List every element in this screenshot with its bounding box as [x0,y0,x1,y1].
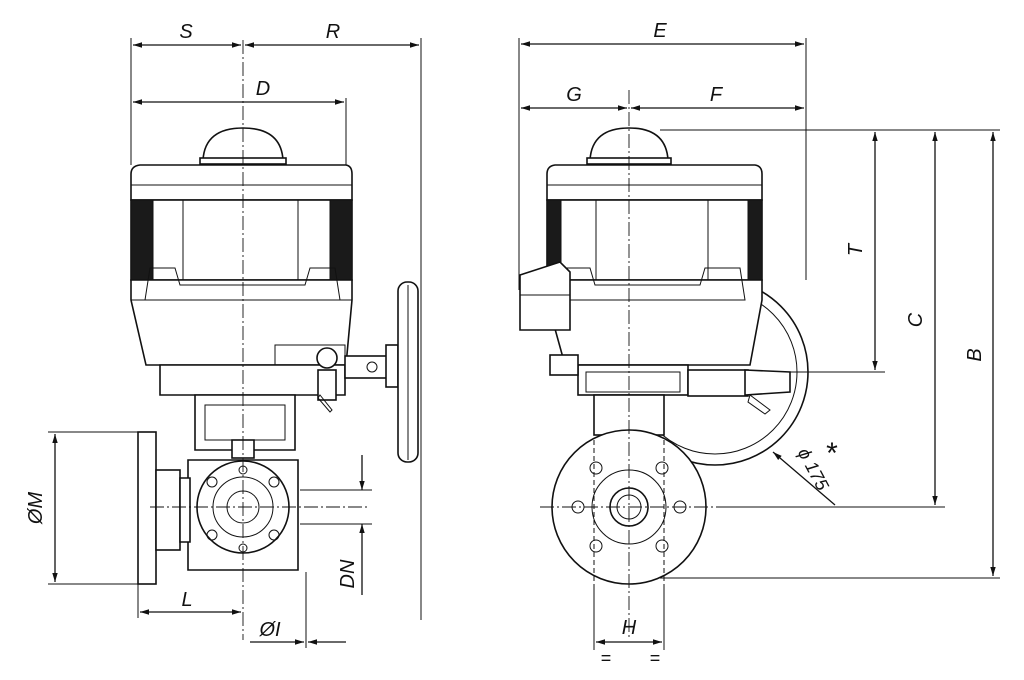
dim-label-d: D [256,78,270,100]
dim-label-m: ØM [25,492,47,526]
dim-label-s: S [179,21,193,43]
dim-label-b: B [964,348,986,361]
asterisk-note: * [826,437,838,470]
dim-label-e: E [653,20,667,42]
side-view: E G F T C B ϕ 175 * H = = [518,20,1000,668]
dim-label-f: F [710,84,724,106]
equal-mark-right: = [650,648,661,668]
dim-label-l: L [181,589,192,611]
dim-label-r: R [326,21,340,43]
front-view: S R D ØM L ØI DN [25,21,422,648]
dim-label-c: C [905,312,927,327]
dim-label-t: T [845,242,867,256]
dim-label-i: ØI [258,619,281,641]
dim-label-dn: DN [337,559,359,588]
dim-label-g: G [566,84,582,106]
equal-mark-left: = [601,648,612,668]
dim-label-h: H [622,617,637,639]
